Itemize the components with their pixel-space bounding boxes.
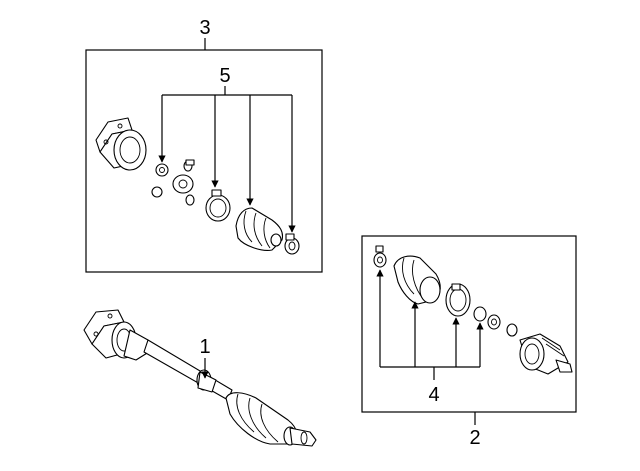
outer-retaining-ring	[155, 163, 169, 177]
inner-joint-kit-group: 2	[361, 235, 577, 449]
leader-4	[376, 269, 484, 380]
inner-cv-joint-housing	[519, 333, 573, 375]
outer-spacers	[151, 159, 195, 206]
callout-1: 1	[199, 336, 210, 358]
callout-5: 5	[219, 65, 230, 87]
outer-boot-clamp	[205, 189, 231, 222]
inner-cv-boot	[393, 255, 441, 305]
inner-small-clamp	[373, 245, 387, 268]
outer-joint-kit-frame	[85, 49, 323, 273]
axle-outer-boot	[225, 392, 298, 446]
leader-5	[158, 86, 296, 233]
axle-damper	[196, 369, 217, 393]
outer-joint-kit-group: 3	[85, 17, 323, 273]
inner-joint-kit-frame	[361, 235, 577, 413]
callout-3: 3	[199, 17, 210, 39]
inner-rings	[473, 306, 518, 337]
axle-shaft	[143, 339, 233, 401]
callout-2: 2	[469, 427, 480, 449]
inner-boot-clamp	[445, 283, 471, 317]
outer-joint-inner-race	[172, 174, 194, 194]
outer-cv-boot	[235, 207, 284, 251]
callout-4: 4	[428, 384, 439, 406]
outer-small-clamp	[284, 233, 300, 255]
axle-outer-stub	[289, 427, 317, 447]
axle-assembly-group: 1	[83, 309, 317, 447]
outer-cv-joint-housing	[95, 117, 147, 171]
